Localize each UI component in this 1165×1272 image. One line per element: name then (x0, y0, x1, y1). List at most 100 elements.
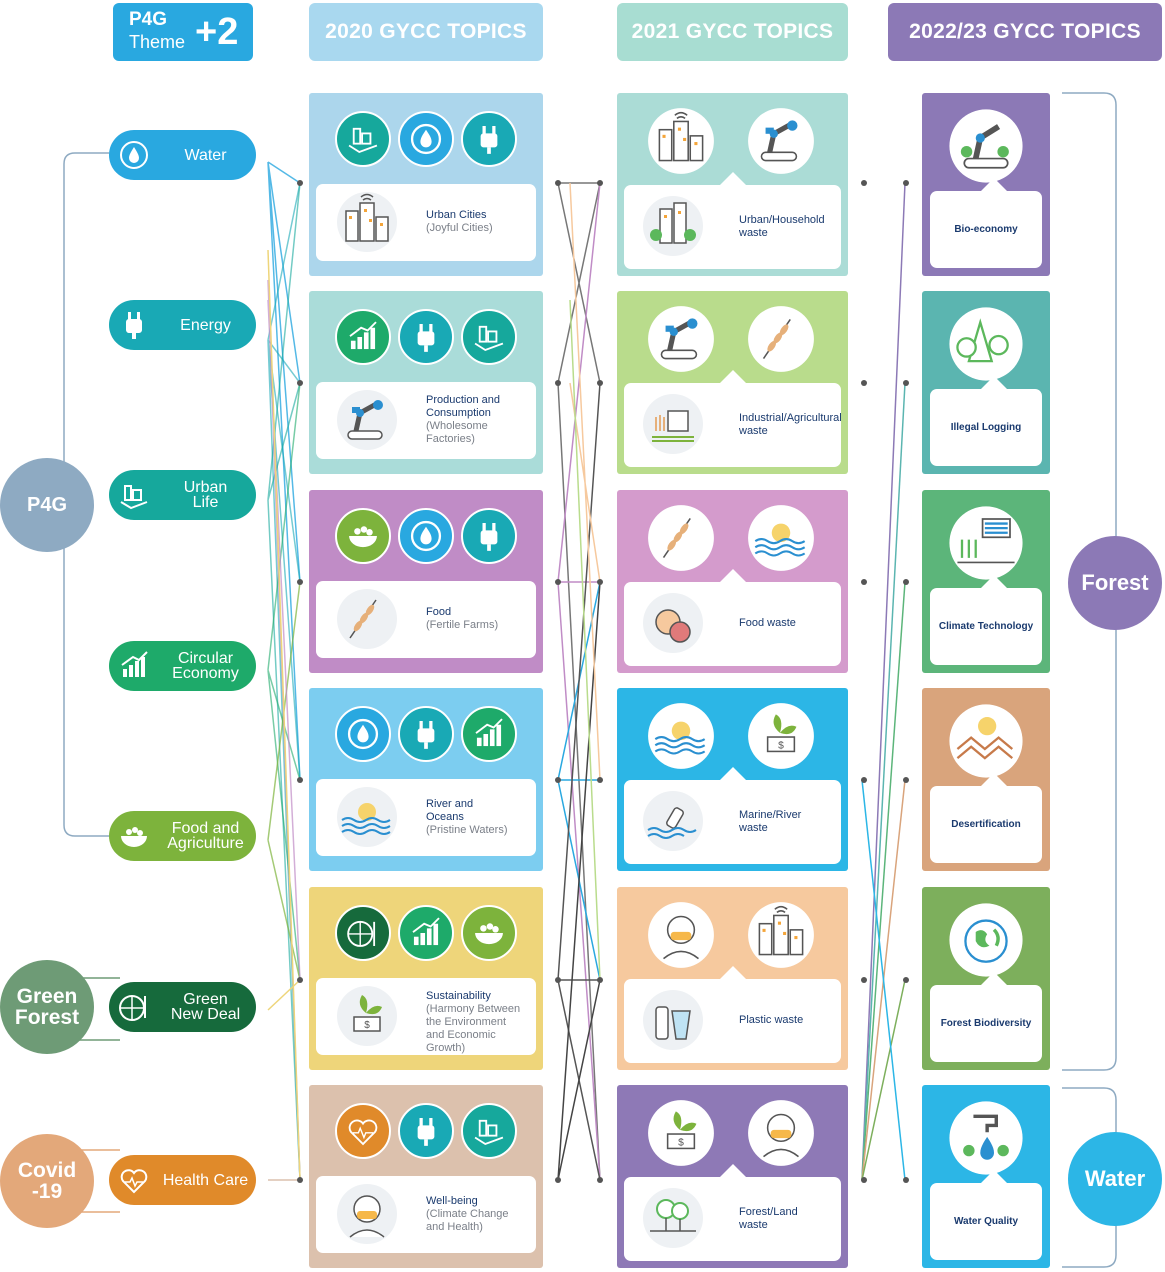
masked-person-icon (745, 1097, 817, 1169)
topic-2022-card[interactable]: Bio-economy (922, 93, 1050, 276)
food-bowl-icon (461, 905, 517, 961)
topic-2022-card[interactable]: Desertification (922, 688, 1050, 871)
theme-water: Water (109, 130, 256, 180)
bio-robot-icon (946, 107, 1026, 185)
notch (719, 1164, 747, 1178)
food-bowl-icon (335, 508, 391, 564)
connector-dot (597, 977, 603, 983)
topic-2020-title: River and (426, 797, 474, 810)
notch (719, 767, 747, 781)
growth-chart-icon (335, 309, 391, 365)
topic-2021-title: Plastic waste (739, 1014, 803, 1027)
header-2022: 2022/23 GYCC TOPICS (888, 3, 1162, 61)
topic-2021-title-line-1: Marine/River (739, 809, 802, 821)
connector-dot (597, 380, 603, 386)
topic-2022-card[interactable]: Forest Biodiversity (922, 887, 1050, 1070)
notch (719, 569, 747, 583)
connector-dot (903, 579, 909, 585)
topic-2021-title-line-1: Industrial/Agricultural (739, 412, 842, 424)
topic-2021-title: Food waste (739, 617, 796, 630)
notch (980, 376, 1008, 390)
connector-dot (555, 1177, 561, 1183)
notch (719, 370, 747, 384)
trees-icon (946, 305, 1026, 383)
health-heart-icon (335, 1103, 391, 1159)
city-wifi-icon (645, 105, 717, 177)
city-hand-icon (120, 485, 148, 510)
money-plant-icon: $ (645, 1097, 717, 1169)
money-plant-icon: $ (745, 700, 817, 772)
forest-circle: Forest (1068, 536, 1162, 630)
city-hand-icon (335, 111, 391, 167)
topic-2022-card[interactable]: Illegal Logging (922, 291, 1050, 474)
topic-2021-card[interactable]: Plastic waste (617, 887, 848, 1070)
topic-2021-card[interactable]: Food waste (617, 490, 848, 673)
topic-2021-inner: Food waste (624, 569, 841, 666)
theme-p4g-label: P4G (129, 9, 168, 30)
sun-waves-icon (332, 784, 402, 850)
theme-circular-economy-line-1: Circular (177, 650, 234, 667)
city-wifi-icon (745, 899, 817, 971)
p4g-circle: P4G (0, 458, 94, 552)
topic-2020-sub-3: and Economic Growth) (426, 1029, 496, 1054)
connector-dot (297, 180, 303, 186)
svg-text:$: $ (678, 1137, 684, 1148)
notch (980, 1170, 1008, 1184)
theme-energy-label: Energy (180, 316, 231, 334)
topic-2020-card[interactable]: Urban Cities(Joyful Cities) (309, 93, 543, 276)
svg-text:$: $ (364, 1020, 370, 1031)
topic-2022-card[interactable]: Climate Technology (922, 490, 1050, 673)
city-trees-icon (638, 193, 708, 259)
notch (980, 575, 1008, 589)
connector-dot (597, 1177, 603, 1183)
topic-2022-card[interactable]: Water Quality (922, 1085, 1050, 1268)
covid-line-1: Covid (17, 1159, 77, 1182)
globe-turbine-icon (119, 995, 146, 1021)
city-hand-icon (461, 1103, 517, 1159)
topic-2020-title: Well-being (426, 1194, 478, 1207)
plug-icon (461, 111, 517, 167)
connector-dot (297, 1177, 303, 1183)
connector-dot (903, 777, 909, 783)
topic-2020-title-2: Consumption (426, 407, 491, 419)
topic-2020-title: Sustainability (426, 990, 491, 1002)
sun-waves-icon (645, 700, 717, 772)
growth-chart-icon (398, 905, 454, 961)
water-cycle-icon (398, 111, 454, 167)
topic-2021-title-line-2: waste (739, 1219, 768, 1231)
plug-icon (126, 312, 142, 339)
topic-2021-title-line-2: waste (739, 822, 768, 834)
connector-dot (861, 777, 867, 783)
water-cycle-icon (335, 706, 391, 762)
desert-icon (946, 702, 1026, 780)
topic-2020-title: Food (426, 606, 452, 618)
topic-2020-sub-1: (Climate Change (426, 1207, 509, 1220)
wheat-icon (332, 586, 402, 652)
theme-green-new-deal-line-1: Green (183, 991, 228, 1008)
water-cycle-icon (120, 141, 148, 169)
robot-arm-icon (332, 387, 402, 453)
topic-2020-card[interactable]: Food(Fertile Farms) (309, 490, 543, 673)
theme-health-care-label: Health Care (162, 1171, 249, 1189)
covid-line-2: -19 (31, 1180, 63, 1203)
header-2021: 2021 GYCC TOPICS (617, 3, 848, 61)
connector-dot (297, 777, 303, 783)
topic-2020-title: Urban Cities(Joyful Cities) (426, 209, 493, 235)
connector-dot (297, 579, 303, 585)
